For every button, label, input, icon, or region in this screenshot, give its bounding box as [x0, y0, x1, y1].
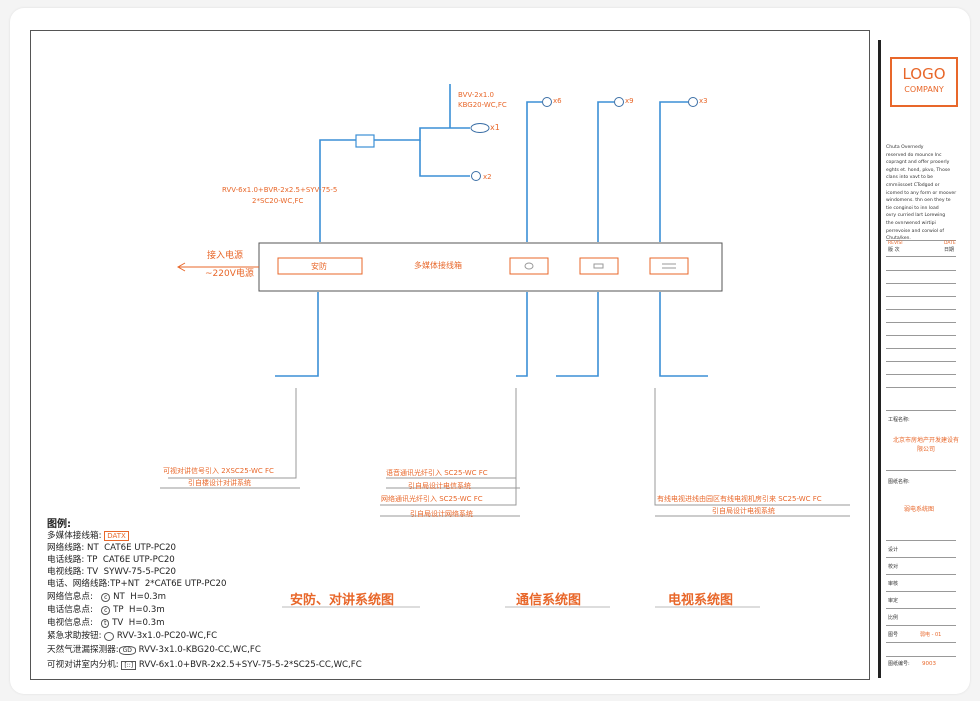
emergency-button-symbol	[471, 171, 481, 181]
cable-note-1: RVV-6x1.0+BVR-2x2.5+SYV-75-5	[222, 186, 338, 194]
legend-row: 可视对讲室内分机: [::] RVV-6x1.0+BVR-2x2.5+SYV-7…	[47, 660, 362, 670]
count-x6: x6	[553, 97, 562, 105]
sheet-no: 弱电 - 01	[920, 632, 942, 638]
tv-outlet-symbol	[688, 97, 698, 107]
comm-note-4: 引自局设计网络系统	[410, 510, 473, 518]
legend-row: 网络线路: NT CAT6E UTP-PC20	[47, 543, 177, 553]
cable-note-2: 2*SC20-WC,FC	[252, 197, 304, 205]
copyright-notice: Chuta Overnedy reserved do mounce lnc co…	[886, 145, 957, 242]
box-title: 多媒体接线箱	[414, 261, 462, 270]
drawing-label: 图纸名称:	[888, 479, 910, 485]
legend-row: 网络信息点: c NT H=0.3m	[47, 592, 166, 602]
company-logo: LOGO COMPANY	[890, 57, 958, 107]
drawing-sheet	[10, 8, 970, 694]
project-label: 工程名称:	[888, 417, 910, 423]
legend-row: 紧急求助按钮: RVV-3x1.0-PC20-WC,FC	[47, 631, 218, 641]
security-note-1: 可视对讲信号引入 2XSC25-WC FC	[163, 467, 274, 475]
power-label-1: 接入电源	[207, 251, 244, 261]
legend-row: 电视线路: TV SYWV-75-5-PC20	[47, 567, 177, 577]
count-x2: x2	[483, 173, 492, 181]
drawing-no: 9003	[922, 661, 936, 667]
drawing-frame	[30, 30, 870, 680]
junction-box	[355, 134, 375, 148]
tv-note-1: 有线电视进线由园区有线电视机房引来 SC25-WC FC	[657, 495, 822, 503]
smoke-detector-symbol	[470, 123, 490, 133]
legend-row: 电视信息点: t TV H=0.3m	[47, 618, 165, 628]
legend-row: 天然气泄漏探测器:GD RVV-3x1.0-KBG20-CC,WC,FC	[47, 645, 261, 655]
legend-heading: 图例:	[47, 519, 71, 530]
comm-note-3: 网络通讯光纤引入 SC25-WC FC	[381, 495, 483, 503]
legend-row: 电话、网络线路:TP+NT 2*CAT6E UTP-PC20	[47, 579, 227, 589]
drawing-no-label: 图纸编号:	[888, 661, 910, 667]
power-label-2: ~220V电源	[205, 269, 254, 279]
tv-note-2: 引自局设计电视系统	[712, 507, 775, 515]
box-cell-security: 安防	[311, 262, 327, 271]
datx-symbol: DATX	[104, 531, 129, 541]
comm-note-2: 引自局设计电信系统	[408, 482, 471, 490]
comm-note-1: 语音通讯光纤引入 SC25-WC FC	[386, 469, 488, 477]
section-title-comm: 通信系统图	[516, 593, 582, 608]
count-x9: x9	[625, 97, 634, 105]
smoke-cable-1: BVV-2x1.0	[458, 91, 495, 99]
legend-row: 多媒体接线箱: DATX	[47, 529, 129, 541]
security-note-2: 引自楼设计对讲系统	[188, 479, 251, 487]
count-x3: x3	[699, 97, 708, 105]
project-name: 北京市房地产开发建设有限公司	[893, 437, 960, 453]
title-block	[878, 40, 975, 678]
drawing-name: 弱电系统图	[904, 506, 935, 513]
count-x1: x1	[490, 123, 500, 132]
phone-outlet-symbol	[614, 97, 624, 107]
section-title-security: 安防、对讲系统图	[290, 593, 395, 608]
smoke-cable-2: KBG20-WC,FC	[458, 101, 507, 109]
section-title-tv: 电视系统图	[668, 593, 734, 608]
network-outlet-symbol	[542, 97, 552, 107]
legend-row: 电话信息点: c TP H=0.3m	[47, 605, 165, 615]
legend-row: 电话线路: TP CAT6E UTP-PC20	[47, 555, 175, 565]
